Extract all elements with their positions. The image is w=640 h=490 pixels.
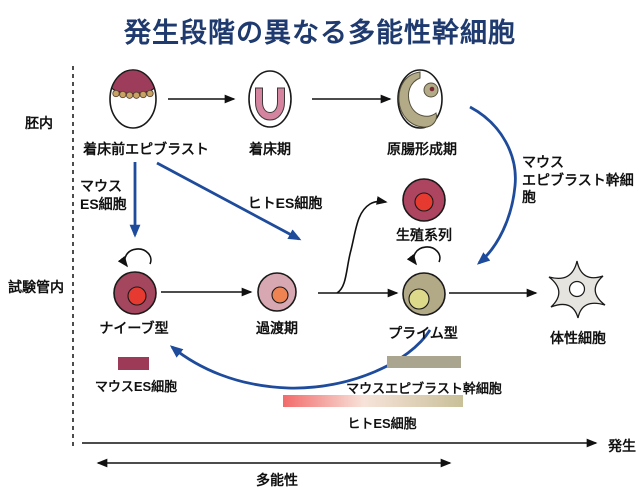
development-axis-label: 発生 [608,438,636,454]
stage-label-pre-implantation-epiblast: 着床前エピブラスト [83,141,209,157]
mouse-episc-color-swatch [387,356,461,368]
naive-self-renewal-loop-icon [117,248,152,268]
arrow-human-es-derivation [156,161,302,241]
mouse-es-color-swatch [118,357,149,370]
germline-label: 生殖系列 [396,227,452,243]
primed-self-renewal-loop-icon [406,246,441,266]
germline-cell-illustration [402,178,446,222]
row-label-in-vitro: 試験管内 [8,279,64,295]
human-es-gradient-swatch [283,395,463,407]
legend-label-human-es: ヒトES細胞 [347,416,417,431]
row-label-in-embryo: 胚内 [25,115,53,131]
derivation-label-mouse-episc: マウス エピブラスト幹細胞 [522,154,634,205]
arrow-branch-to-germline [336,196,388,294]
stage-arrows [161,94,538,298]
implantation-embryo-illustration [248,70,292,128]
primed-cell-label: プライム型 [388,325,458,341]
gastrulation-embryo-illustration [397,69,443,129]
derivation-label-mouse-es: マウス ES細胞 [80,178,127,212]
primed-cell-illustration [402,272,446,316]
legend-label-mouse-episc: マウスエピブラスト幹細胞 [346,381,502,396]
somatic-cell-label: 体性細胞 [550,330,606,346]
naive-cell-label: ナイーブ型 [99,320,169,336]
transition-cell-label: 過渡期 [256,320,298,336]
naive-cell-illustration [113,271,157,315]
page-title: 発生段階の異なる多能性幹細胞 [124,18,516,48]
pluripotency-axis-label: 多能性 [256,472,298,488]
pre-implantation-embryo-illustration [109,69,157,129]
stage-label-implantation: 着床期 [249,141,291,157]
somatic-cell-illustration [548,260,606,319]
derivation-label-human-es: ヒトES細胞 [247,195,323,211]
stage-label-gastrulation: 原腸形成期 [387,141,457,157]
arrow-mouse-episc-derivation [469,105,517,265]
transition-cell-illustration [257,272,297,312]
legend-label-mouse-es: マウスES細胞 [94,379,178,394]
